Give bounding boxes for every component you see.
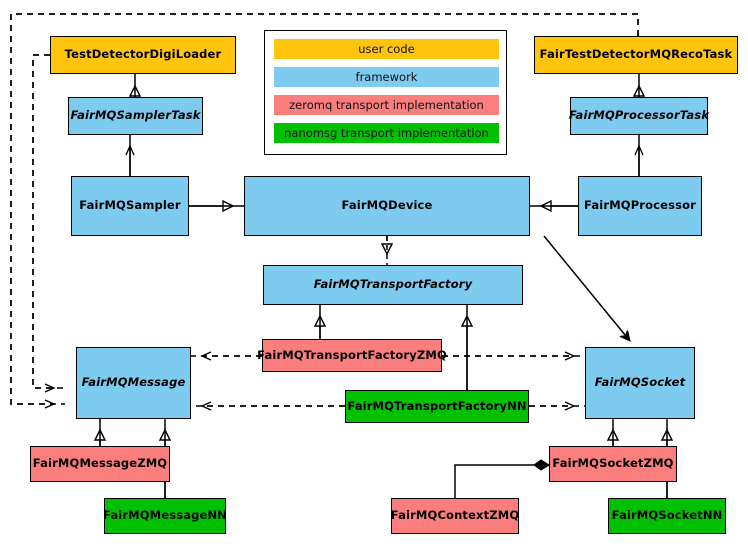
class-box-label: FairMQSocketNN (611, 508, 723, 523)
class-box-FairMQTransportFactoryNN[interactable]: FairMQTransportFactoryNN (345, 390, 529, 423)
class-box-FairMQProcessor[interactable]: FairMQProcessor (578, 176, 702, 236)
class-box-label: FairMQMessageZMQ (32, 456, 168, 471)
class-box-label: TestDetectorDigiLoader (64, 47, 222, 62)
class-box-label: FairMQTransportFactoryZMQ (257, 347, 447, 362)
class-box-TestDetectorDigiLoader[interactable]: TestDetectorDigiLoader (50, 36, 236, 74)
class-box-label: FairMQContextZMQ (390, 508, 520, 523)
class-box-FairMQSocketNN[interactable]: FairMQSocketNN (608, 498, 726, 534)
legend-item-user-code: user code (274, 39, 499, 59)
class-box-FairMQSampler[interactable]: FairMQSampler (71, 176, 189, 236)
class-box-FairMQSamplerTask[interactable]: FairMQSamplerTask (68, 97, 203, 135)
class-box-FairTestDetectorMQRecoTask[interactable]: FairTestDetectorMQRecoTask (534, 36, 738, 74)
class-box-label: FairMQSocketZMQ (552, 456, 674, 471)
class-box-FairMQTransportFactoryZMQ[interactable]: FairMQTransportFactoryZMQ (257, 339, 447, 372)
class-box-label: FairTestDetectorMQRecoTask (539, 47, 733, 62)
class-box-label: FairMQSocket (594, 375, 686, 390)
class-box-label: FairMQProcessor (584, 198, 696, 213)
class-box-FairMQSocketZMQ[interactable]: FairMQSocketZMQ (549, 446, 677, 482)
class-box-label: FairMQSampler (79, 198, 181, 213)
legend-box: user code framework zeromq transport imp… (264, 30, 507, 155)
class-box-FairMQMessageNN[interactable]: FairMQMessageNN (103, 498, 227, 534)
legend-item-nanomsg: nanomsg transport implementation (274, 123, 499, 143)
legend-item-framework: framework (274, 67, 499, 87)
class-box-FairMQContextZMQ[interactable]: FairMQContextZMQ (391, 498, 519, 534)
class-box-FairMQProcessorTask[interactable]: FairMQProcessorTask (568, 97, 710, 135)
class-box-label: FairMQMessage (81, 375, 186, 390)
class-box-label: FairMQMessageNN (103, 508, 227, 523)
class-box-label: FairMQTransportFactoryNN (347, 398, 527, 413)
class-box-FairMQSocket[interactable]: FairMQSocket (585, 347, 695, 419)
legend-item-zeromq: zeromq transport implementation (274, 95, 499, 115)
class-box-FairMQMessage[interactable]: FairMQMessage (76, 347, 191, 419)
class-box-label: FairMQSamplerTask (70, 108, 201, 123)
class-box-FairMQDevice[interactable]: FairMQDevice (244, 176, 530, 236)
class-box-FairMQTransportFactory[interactable]: FairMQTransportFactory (263, 265, 523, 305)
class-box-label: FairMQProcessorTask (568, 108, 710, 123)
class-box-FairMQMessageZMQ[interactable]: FairMQMessageZMQ (30, 446, 170, 482)
class-box-label: FairMQTransportFactory (313, 277, 473, 292)
class-box-label: FairMQDevice (341, 198, 433, 213)
